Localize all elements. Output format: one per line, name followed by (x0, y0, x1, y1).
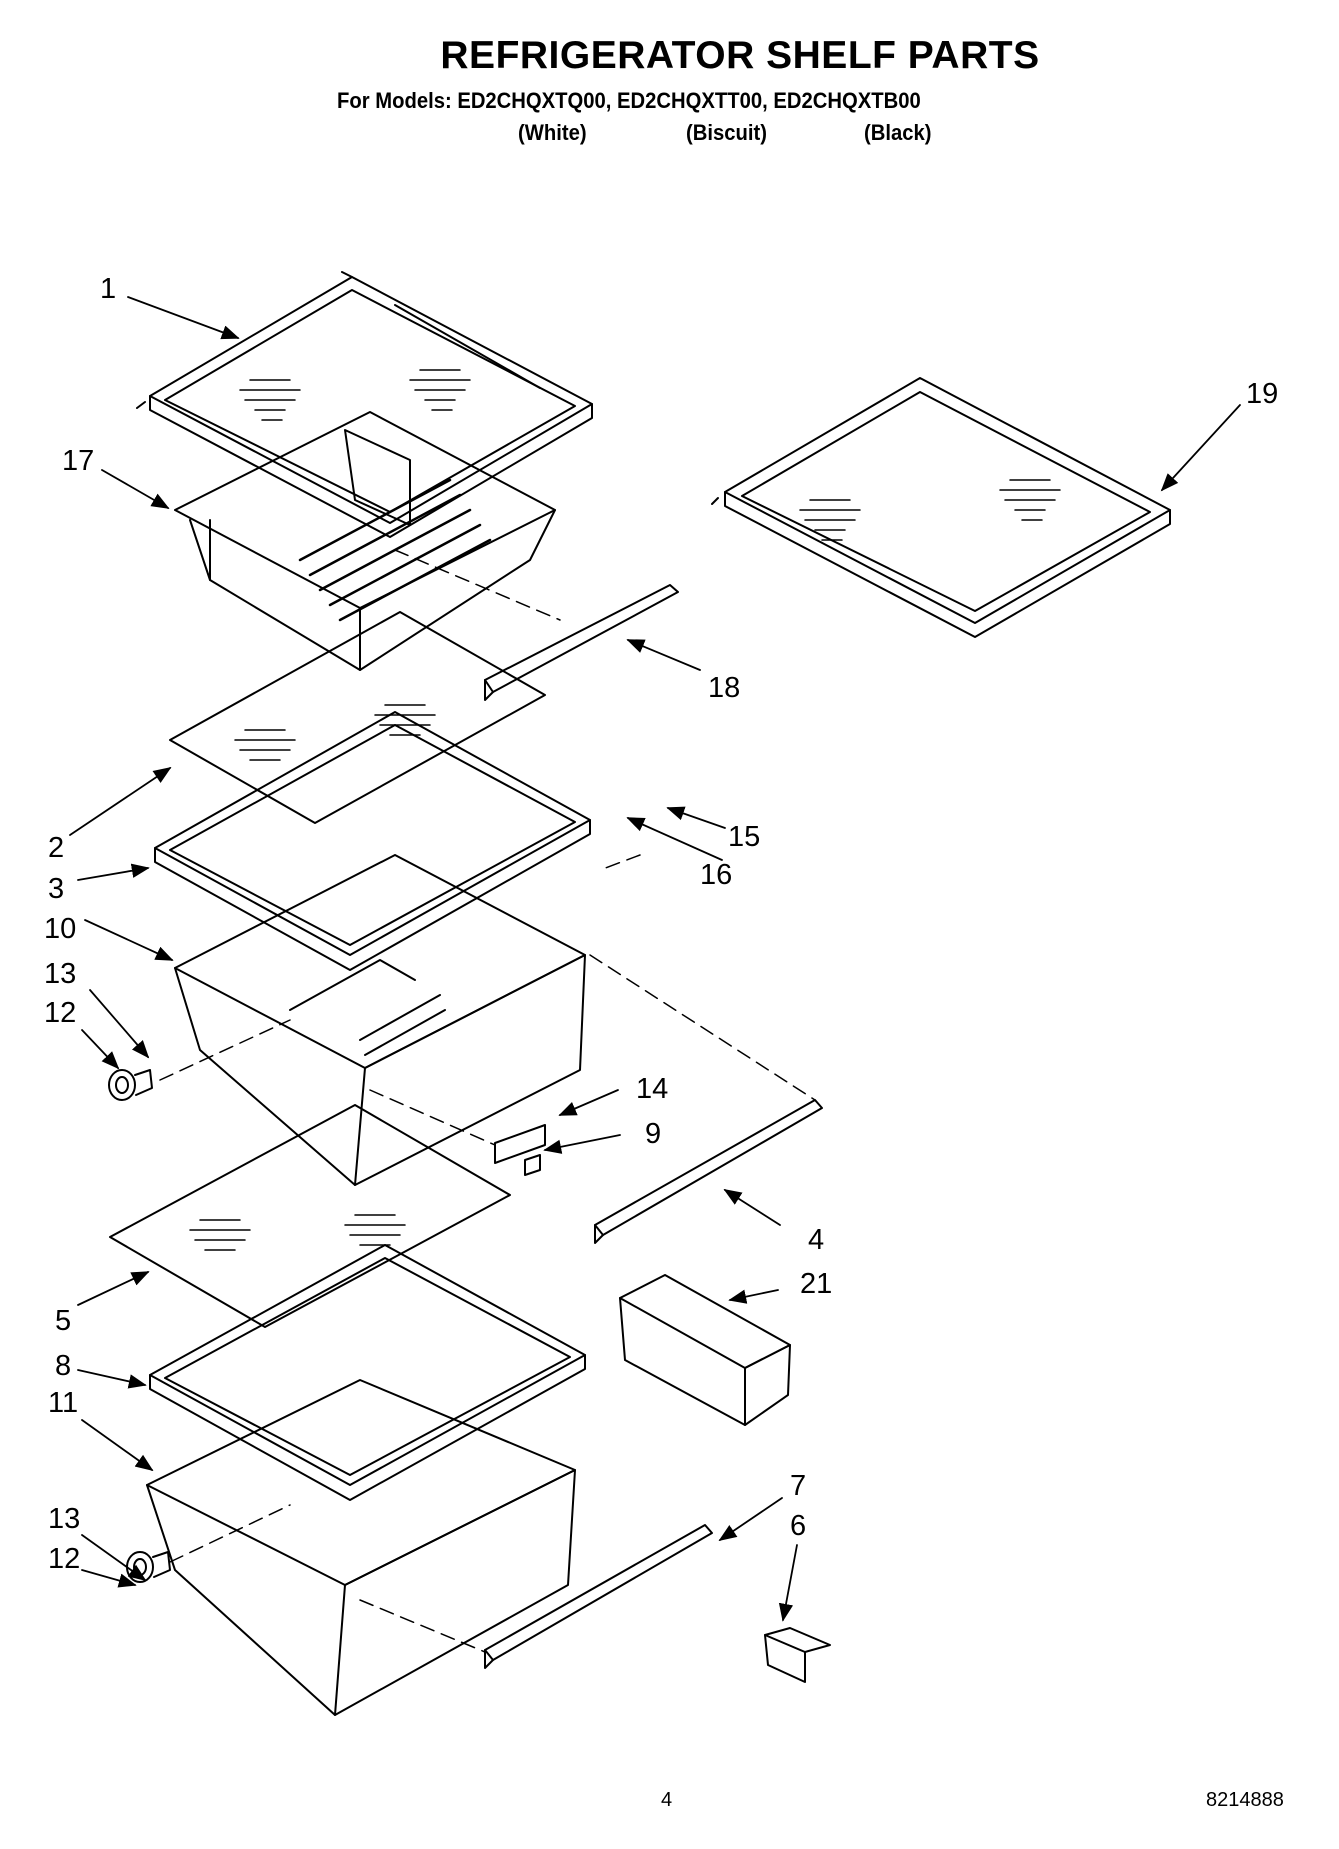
callout-12-lower: 12 (48, 1543, 80, 1575)
part-1-top-shelf (136, 271, 593, 538)
model-list: For Models: ED2CHQXTQ00, ED2CHQXTT00, ED… (337, 88, 921, 113)
callout-2: 2 (48, 832, 64, 864)
part-19-shelf (711, 377, 1171, 638)
part-14-9-clip (494, 1124, 546, 1176)
part-18-trim (484, 584, 679, 701)
part-4-trim (594, 1099, 823, 1244)
callout-19: 19 (1246, 378, 1278, 410)
callout-17: 17 (62, 445, 94, 477)
callout-9: 9 (645, 1118, 661, 1150)
part-5-glass (109, 1104, 511, 1328)
variant-biscuit: (Biscuit) (686, 120, 767, 145)
callout-7: 7 (790, 1470, 806, 1502)
callout-6: 6 (790, 1510, 806, 1542)
variant-white: (White) (518, 120, 587, 145)
callout-21: 21 (800, 1268, 832, 1300)
callout-labels: 1 17 19 18 2 15 3 16 10 13 12 14 9 4 21 … (44, 273, 1278, 1575)
callout-5: 5 (55, 1305, 71, 1337)
callout-16: 16 (700, 859, 732, 891)
callout-13: 13 (44, 958, 76, 990)
part-11-drawer (146, 1379, 576, 1716)
callout-18: 18 (708, 672, 740, 704)
part-12-13-knob-lower (126, 1551, 171, 1583)
callout-15: 15 (728, 821, 760, 853)
part-6-bracket (764, 1627, 831, 1683)
part-8-frame (149, 1244, 586, 1501)
part-21-bin (619, 1274, 791, 1426)
page-title: REFRIGERATOR SHELF PARTS (440, 34, 1040, 77)
part-12-13-knob-middle (108, 1069, 153, 1101)
callout-3: 3 (48, 873, 64, 905)
part-17-pan (174, 411, 556, 671)
callout-13-lower: 13 (48, 1503, 80, 1535)
callout-10: 10 (44, 913, 76, 945)
part-3-frame (154, 711, 591, 971)
variant-black: (Black) (864, 120, 932, 145)
callout-11: 11 (48, 1387, 78, 1419)
callout-8: 8 (55, 1350, 71, 1382)
document-number: 8214888 (1206, 1789, 1284, 1811)
part-10-drawer (174, 854, 586, 1186)
callout-14: 14 (636, 1073, 668, 1105)
callout-12: 12 (44, 997, 76, 1029)
callout-4: 4 (808, 1224, 824, 1256)
part-7-trim (484, 1524, 713, 1669)
callout-1: 1 (100, 273, 116, 305)
part-2-glass (169, 611, 546, 824)
page-number: 4 (661, 1789, 673, 1811)
